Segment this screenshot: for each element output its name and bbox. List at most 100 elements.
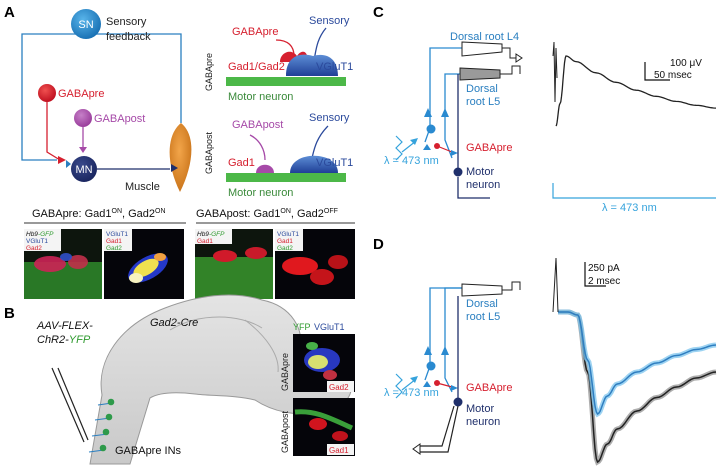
img1-label-2: VGluT1 (26, 238, 48, 245)
b-vglut-label: VGluT1 (314, 322, 345, 332)
schem-pre-motor-label: Motor neuron (228, 91, 293, 103)
schem-pre-sensory-bouton (286, 54, 338, 76)
schem-post-sensory-bouton (290, 155, 338, 173)
d-light-ray (401, 378, 417, 391)
c-axon-l5 (444, 73, 460, 159)
d-lambda-label: λ = 473 nm (384, 387, 439, 399)
schem-post-vglut-label: VGluT1 (316, 157, 353, 169)
c-stim-electrode-l5 (459, 67, 501, 81)
micrograph-pre-overview: Hb9-GFP VGluT1 Gad2 (24, 229, 102, 299)
c-sensory-terminal-3 (423, 144, 431, 150)
c-light-stimulus-bar (552, 183, 716, 199)
d-stim-pulse (502, 281, 521, 291)
schem-post-sensory-axon (311, 125, 329, 159)
schem-pre-side-label: GABApre (204, 53, 214, 91)
c-scale-t: 50 msec (654, 70, 692, 81)
c-gaba-pre-axon (436, 145, 453, 153)
c-light-wave (395, 135, 403, 161)
injection-needle-1 (57, 367, 89, 441)
img3-label-1: Hb9-GFP (197, 231, 225, 238)
gaba-pre-label: GABApre (58, 88, 104, 100)
circuit-diagram: SN Sensory feedback GABApre GABApost MN … (21, 9, 192, 193)
b-yfp-label: YFP (293, 322, 311, 332)
virus-label-1: AAV-FLEX- (36, 320, 93, 332)
c-electrode-lead (502, 47, 516, 59)
c-recording-arrow (515, 53, 523, 63)
schem-pre-gad-label: Gad1/Gad2 (228, 61, 285, 73)
d-sensory-terminal-2 (441, 346, 449, 355)
c-mn-axon (457, 177, 490, 199)
panel-b: B AAV-FLEX- ChR2-YFP Gad2-Cre GABApre IN… (4, 294, 355, 465)
c-dorsal-l4: Dorsal root L4 (450, 31, 519, 43)
micrograph-b-pre: Gad2 (293, 334, 355, 392)
c-stim-artifact (552, 41, 558, 103)
d-trace-light (558, 311, 717, 416)
gaba-post-terminal (79, 147, 87, 153)
c-sensory-mn-terminal (451, 150, 458, 156)
img4-label-3: Gad2 (277, 245, 293, 252)
gaba-pre-ins-label: GABApre INs (115, 445, 182, 457)
micrograph-post-zoom: VGluT1 Gad1 Gad2 (275, 229, 355, 299)
sn-axon-left (21, 33, 86, 161)
gaba-pre-neuron (38, 84, 56, 102)
c-axon-l4 (424, 47, 462, 143)
sn-neuron (71, 9, 101, 39)
c-dorsal-l5-1: Dorsal (466, 83, 498, 95)
spinal-axons (88, 402, 113, 453)
gaba-pre-in-4 (99, 444, 107, 452)
sensory-feedback-text-2: feedback (106, 31, 151, 43)
schem-pre-sensory-label: Sensory (309, 15, 350, 27)
c-motor-2: neuron (466, 179, 500, 191)
d-scale-t: 2 msec (588, 276, 620, 287)
d-patch-pipette-2 (420, 405, 455, 447)
neuromuscular-junction (171, 164, 178, 172)
schem-post-gaba-bouton (256, 164, 274, 173)
b-gad2-label: Gad2 (329, 383, 349, 392)
mn-label: MN (75, 164, 92, 176)
img2-label-1: VGluT1 (106, 231, 128, 238)
gaba-post-neuron (74, 109, 92, 127)
c-scale-bar (644, 62, 670, 81)
d-sensory-terminal-1 (424, 346, 432, 355)
panel-b-label: B (4, 305, 15, 322)
d-light-wave (395, 373, 403, 399)
c-suction-electrode-l4 (461, 41, 503, 57)
c-motor-neuron (453, 167, 463, 177)
sensory-feedback-text-1: Sensory (106, 16, 147, 28)
muscle-label: Muscle (125, 181, 160, 193)
c-light-ray (401, 140, 417, 153)
d-stim-artifact (552, 257, 559, 313)
c-scale-v: 100 μV (670, 58, 702, 69)
d-suction-electrode (461, 283, 503, 297)
d-light-arrow (410, 376, 418, 383)
c-sensory-soma (426, 124, 436, 134)
d-sensory-mn-terminal (451, 385, 458, 391)
c-stim-label: λ = 473 nm (602, 202, 657, 214)
panel-a-label: A (4, 4, 15, 21)
c-light-arrow (410, 138, 418, 145)
schem-pre-motor-bar (226, 77, 346, 86)
c-dorsal-l5-2: root L5 (466, 96, 500, 108)
img4-label-2: Gad1 (277, 238, 293, 245)
img3-label-2: Gad1 (197, 238, 213, 245)
b-row1-side-label: GABApre (280, 353, 290, 391)
d-motor-neuron (453, 397, 463, 407)
schem-pre-gaba-label: GABApre (232, 26, 278, 38)
d-sensory-soma (426, 361, 436, 371)
img2-label-2: Gad1 (106, 238, 122, 245)
c-trace-series (555, 55, 717, 127)
d-axon-2 (444, 287, 462, 393)
d-gaba-pre-label: GABApre (466, 382, 512, 394)
panel-d: D Dorsal root L5 GABApre Motor neuron λ … (373, 236, 717, 466)
gaba-pre-in-2 (105, 413, 113, 421)
img4-label-1: VGluT1 (277, 231, 299, 238)
panel-d-label: D (373, 236, 384, 253)
d-sensory-terminal-3 (423, 381, 431, 387)
d-scale-bar (584, 262, 606, 287)
schem-post-motor-label: Motor neuron (228, 187, 293, 199)
micro-post-title: GABApost: Gad1ON, Gad2OFF (196, 208, 338, 220)
injection-needle-2 (51, 367, 85, 443)
motor-neuron (71, 156, 97, 182)
sn-label: SN (78, 19, 93, 31)
